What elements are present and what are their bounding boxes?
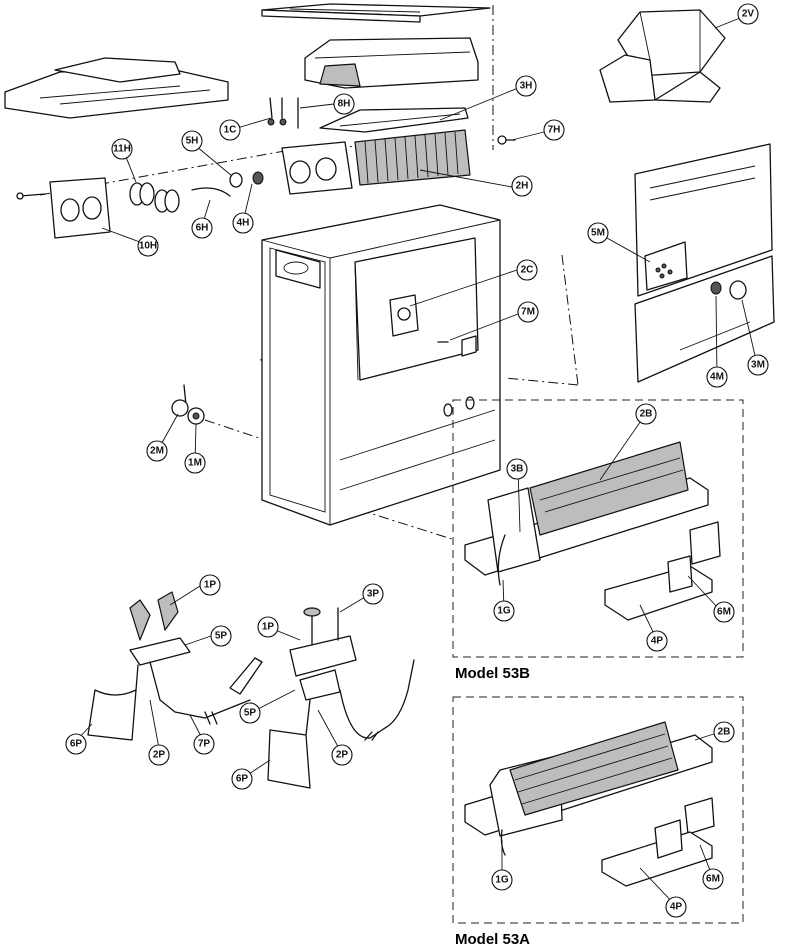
callout-1P-left: 1P bbox=[199, 574, 221, 596]
callout-3M: 3M bbox=[747, 354, 769, 376]
callout-7P: 7P bbox=[193, 733, 215, 755]
svg-text:2H: 2H bbox=[516, 181, 529, 192]
callout-1G-53b: 1G bbox=[493, 600, 515, 622]
svg-text:4M: 4M bbox=[710, 372, 724, 383]
svg-text:6M: 6M bbox=[717, 607, 731, 618]
top-cover-plate bbox=[261, 3, 491, 23]
gas-valve-assembly bbox=[171, 384, 205, 425]
svg-text:6M: 6M bbox=[706, 874, 720, 885]
pilot-assembly-right bbox=[267, 607, 415, 789]
svg-text:5P: 5P bbox=[215, 631, 228, 642]
svg-text:5P: 5P bbox=[244, 708, 257, 719]
burner-tray-53a bbox=[464, 721, 715, 887]
svg-text:10H: 10H bbox=[139, 241, 157, 252]
callout-5P-right: 5P bbox=[239, 702, 261, 724]
svg-text:2V: 2V bbox=[742, 9, 755, 20]
svg-text:6P: 6P bbox=[70, 739, 83, 750]
svg-text:1C: 1C bbox=[224, 125, 237, 136]
svg-text:8H: 8H bbox=[338, 99, 351, 110]
callout-2P-right: 2P bbox=[331, 744, 353, 766]
callout-5M: 5M bbox=[587, 222, 609, 244]
svg-text:2P: 2P bbox=[153, 750, 166, 761]
svg-text:2B: 2B bbox=[718, 727, 731, 738]
callout-2B-53a: 2B bbox=[713, 721, 735, 743]
callout-3B: 3B bbox=[506, 458, 528, 480]
callout-2B-53b: 2B bbox=[635, 403, 657, 425]
callout-2H: 2H bbox=[511, 175, 533, 197]
callout-7H: 7H bbox=[543, 119, 565, 141]
svg-text:5H: 5H bbox=[186, 136, 199, 147]
svg-text:4P: 4P bbox=[670, 902, 683, 913]
svg-text:7H: 7H bbox=[548, 125, 561, 136]
svg-text:1M: 1M bbox=[188, 458, 202, 469]
callout-4M: 4M bbox=[706, 366, 728, 388]
callout-6P-right: 6P bbox=[231, 768, 253, 790]
svg-text:2M: 2M bbox=[150, 446, 164, 457]
callout-6M-53b: 6M bbox=[713, 601, 735, 623]
callout-5P-left: 5P bbox=[210, 625, 232, 647]
svg-text:1G: 1G bbox=[497, 606, 511, 617]
svg-text:2B: 2B bbox=[640, 409, 653, 420]
callout-5H: 5H bbox=[181, 130, 203, 152]
callout-2C: 2C bbox=[516, 259, 538, 281]
svg-text:2C: 2C bbox=[521, 265, 534, 276]
callout-1P-right: 1P bbox=[257, 616, 279, 638]
front-door-lower bbox=[634, 255, 775, 383]
front-door-upper bbox=[634, 143, 773, 297]
callout-10H: 10H bbox=[137, 235, 159, 257]
svg-text:4P: 4P bbox=[651, 636, 664, 647]
heat-exchanger-baffle bbox=[319, 107, 469, 133]
callout-6P-left: 6P bbox=[65, 733, 87, 755]
pilot-assembly-left bbox=[87, 591, 263, 741]
svg-text:7M: 7M bbox=[521, 307, 535, 318]
model-53b-frame bbox=[452, 399, 744, 658]
left-jacket-top bbox=[4, 57, 229, 119]
svg-text:1G: 1G bbox=[495, 875, 509, 886]
svg-text:3B: 3B bbox=[511, 464, 524, 475]
svg-text:3H: 3H bbox=[520, 81, 533, 92]
svg-text:1P: 1P bbox=[262, 622, 275, 633]
callout-2P-left: 2P bbox=[148, 744, 170, 766]
svg-text:1P: 1P bbox=[204, 580, 217, 591]
svg-text:6P: 6P bbox=[236, 774, 249, 785]
callout-4P-53b: 4P bbox=[646, 630, 668, 652]
svg-text:11H: 11H bbox=[113, 144, 131, 155]
draft-hood-top bbox=[304, 37, 479, 89]
model-53a-frame bbox=[452, 696, 744, 924]
o-rings-and-fittings bbox=[129, 97, 516, 213]
callout-7M: 7M bbox=[517, 301, 539, 323]
callout-6H: 6H bbox=[191, 217, 213, 239]
svg-text:7P: 7P bbox=[198, 739, 211, 750]
callout-3P: 3P bbox=[362, 583, 384, 605]
header-gasket-and-plate bbox=[16, 177, 111, 239]
vent-cap bbox=[599, 9, 726, 103]
model-53b-label: Model 53B bbox=[455, 665, 530, 682]
callout-3H: 3H bbox=[515, 75, 537, 97]
svg-text:4H: 4H bbox=[237, 218, 250, 229]
svg-text:3P: 3P bbox=[367, 589, 380, 600]
callout-8H: 8H bbox=[333, 93, 355, 115]
svg-text:2P: 2P bbox=[336, 750, 349, 761]
callout-6M-53a: 6M bbox=[702, 868, 724, 890]
callout-1M: 1M bbox=[184, 452, 206, 474]
callout-4H: 4H bbox=[232, 212, 254, 234]
callout-4P-53a: 4P bbox=[665, 896, 687, 918]
callout-11H: 11H bbox=[111, 138, 133, 160]
heater-cabinet bbox=[261, 204, 501, 526]
callout-1G-53a: 1G bbox=[491, 869, 513, 891]
heat-exchanger-coil bbox=[281, 129, 471, 195]
model-53a-label: Model 53A bbox=[455, 931, 530, 948]
callout-1C: 1C bbox=[219, 119, 241, 141]
svg-text:3M: 3M bbox=[751, 360, 765, 371]
burner-tray-53b bbox=[464, 441, 721, 621]
svg-text:6H: 6H bbox=[196, 223, 209, 234]
callout-2V: 2V bbox=[737, 3, 759, 25]
svg-text:5M: 5M bbox=[591, 228, 605, 239]
callout-2M: 2M bbox=[146, 440, 168, 462]
